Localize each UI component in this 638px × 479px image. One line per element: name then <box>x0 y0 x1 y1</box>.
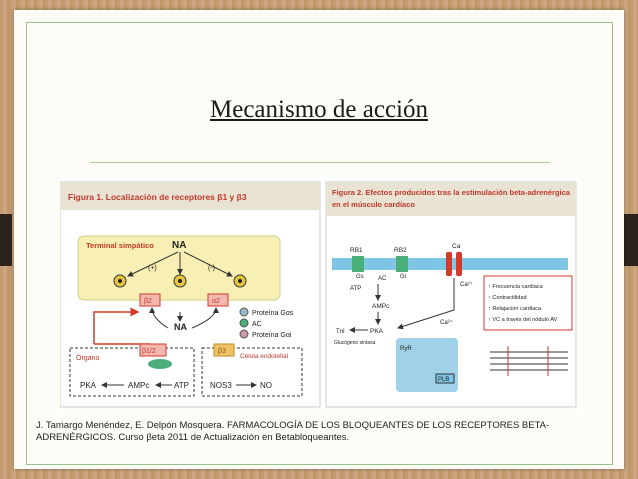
fig2-header-bar <box>326 182 576 216</box>
rb1-receptor <box>352 256 364 272</box>
feedback-arrow <box>93 307 140 344</box>
minus-label: (-) <box>208 265 215 272</box>
pka-label: PKA <box>80 381 97 390</box>
ca-ion-label-2: Ca²⁺ <box>440 319 453 326</box>
pka2-label: PKA <box>370 328 384 335</box>
legend-ac-icon <box>239 318 249 328</box>
terminal-label: Terminal simpático <box>86 241 154 250</box>
fig1-header-bar <box>60 182 320 210</box>
ac-label: AC <box>378 276 387 282</box>
right-edge-tab <box>624 214 638 266</box>
arrow-na-left <box>127 251 179 277</box>
beta12-label: β1/2 <box>142 348 156 355</box>
rb2-label: RB2 <box>394 247 407 254</box>
gi-label: Gi <box>400 274 406 280</box>
plb-label: PLB <box>438 377 449 383</box>
fig2-header-1: Figura 2. Efectos producidos tras la est… <box>332 188 571 197</box>
slide-border <box>26 22 613 465</box>
figure-panel: Figura 1. Localización de receptores β1 … <box>59 178 578 409</box>
beta12-receptor <box>139 343 167 357</box>
legend-ac: AC <box>252 321 262 328</box>
gs-label: Gs <box>356 274 364 280</box>
na-top-label: NA <box>172 240 186 251</box>
alpha2-label: α2 <box>212 298 220 305</box>
effect-item: ↑ VC a través del nódulo AV <box>488 317 558 323</box>
slide-title: Mecanismo de acción <box>210 96 428 123</box>
ca-channel <box>446 252 452 276</box>
ca-ion-label-1: Ca²⁺ <box>460 281 473 288</box>
title-underline-rule <box>90 162 550 163</box>
effect-item: ↑ Relajación cardiaca <box>488 306 542 312</box>
ryr-label: RyR <box>400 346 412 352</box>
rb2-receptor <box>396 256 408 272</box>
alpha2-receptor <box>207 293 229 307</box>
legend-gs-icon <box>239 307 249 317</box>
tni-label: TnI <box>336 329 345 335</box>
beta2-receptor <box>139 293 161 307</box>
beta3-receptor <box>213 343 235 357</box>
organ-label: Órgano <box>76 353 99 362</box>
no-label: NO <box>260 381 272 390</box>
arrow-na-right <box>183 251 233 277</box>
atp2-label: ATP <box>350 286 361 292</box>
plus-label: (+) <box>148 265 157 272</box>
citation-caption: J. Tamargo Menéndez, E. Delpón Mosquera.… <box>36 420 550 443</box>
effect-item: ↑ Frecuencia cardiaca <box>488 284 544 290</box>
figure-1: Figura 1. Localización de receptores β1 … <box>59 181 321 408</box>
myofilaments <box>490 346 568 376</box>
ampc2-label: AMPc <box>372 303 390 310</box>
legend-gi-icon <box>239 329 249 339</box>
glucogeno-label: Glucógeno sintasa <box>334 340 376 346</box>
figures-svg: Figura 1. Localización de receptores β1 … <box>59 181 577 408</box>
beta3-label: β3 <box>218 348 226 355</box>
fig2-header-2: en el músculo cardíaco <box>332 200 415 209</box>
terminal-box <box>77 235 281 301</box>
nos3-label: NOS3 <box>210 381 232 390</box>
fig1-header: Figura 1. Localización de receptores β1 … <box>68 192 247 202</box>
atp-label: ATP <box>174 381 189 390</box>
legend-gi: Proteína Gαi <box>252 332 292 339</box>
na-mid-label: NA <box>174 322 187 332</box>
effect-item: ↑ Contractilidad <box>488 295 527 301</box>
ca-channel-label: Ca <box>452 243 461 250</box>
ampc-label: AMPc <box>128 381 149 390</box>
legend-gs: Proteína Gαs <box>252 310 294 317</box>
beta2-label: β2 <box>144 298 152 305</box>
organ-box <box>69 347 195 397</box>
endothelial-label: Célula endotelial <box>240 353 289 360</box>
rb1-label: RB1 <box>350 247 363 254</box>
effects-box <box>483 275 573 331</box>
figure-2: Figura 2. Efectos producidos tras la est… <box>325 181 577 408</box>
left-edge-tab <box>0 214 12 266</box>
